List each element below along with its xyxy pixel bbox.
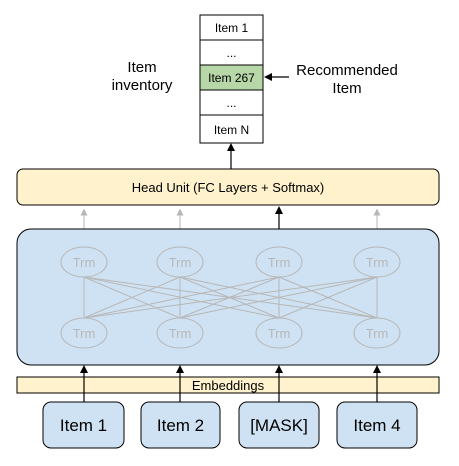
trm-node-bottom-4-label: Trm [366,326,389,341]
input-item-mask-label: [MASK] [250,416,308,435]
inventory-row-0-label: Item 1 [215,21,249,35]
inventory-row-1-label: ... [226,46,236,60]
inventory-row-1 [199,39,264,66]
trm-node-bottom-2-label: Trm [169,326,192,341]
trm-node-bottom-2 [156,317,204,349]
input-item-mask [238,401,320,449]
inventory-row-3-label: ... [226,96,236,110]
input-item-2-label: Item 2 [157,416,204,435]
recommended-item-line-1: Recommended [296,62,398,79]
trm-node-top-4-label: Trm [366,255,389,270]
trm-node-bottom-1-label: Trm [73,326,96,341]
inventory-row-0 [199,14,264,41]
transformer-connections [83,276,378,319]
trm-node-top-2-label: Trm [169,255,192,270]
trm-node-top-2 [156,246,204,278]
inventory-row-3 [199,89,264,116]
trm-node-top-3-label: Trm [268,255,291,270]
input-item-2 [140,401,221,449]
trm-node-top-4 [353,246,401,278]
head-unit-box [16,168,440,206]
input-item-4 [336,401,418,449]
recommended-item-line-2: Item [332,80,361,97]
trm-node-bottom-1 [60,317,108,349]
trm-node-top-3 [255,246,303,278]
input-sequence: Item 1 Item 2 [MASK] Item 4 [42,401,418,449]
trm-node-top-1-label: Trm [73,255,96,270]
input-item-1 [42,401,125,449]
trm-node-bottom-4 [353,317,401,349]
trm-bottom-row: Trm Trm Trm Trm [60,317,401,349]
input-item-1-label: Item 1 [60,416,107,435]
inventory-row-4-label: Item N [214,123,249,137]
inventory-title-line-2: inventory [112,77,173,94]
head-unit-label: Head Unit (FC Layers + Softmax) [132,180,325,195]
inventory-row-2-label: Item 267 [208,71,255,85]
embeddings-bar [16,376,440,394]
input-item-4-label: Item 4 [353,416,400,435]
inventory-title-line-1: Item [127,59,156,76]
embeddings-label: Embeddings [192,378,265,393]
trm-node-bottom-3 [255,317,303,349]
trm-node-top-1 [60,246,108,278]
trm-top-row: Trm Trm Trm Trm [60,246,401,278]
trm-node-bottom-3-label: Trm [268,326,291,341]
item-inventory: Item 1 ... Item 267 ... Item N [199,14,264,144]
